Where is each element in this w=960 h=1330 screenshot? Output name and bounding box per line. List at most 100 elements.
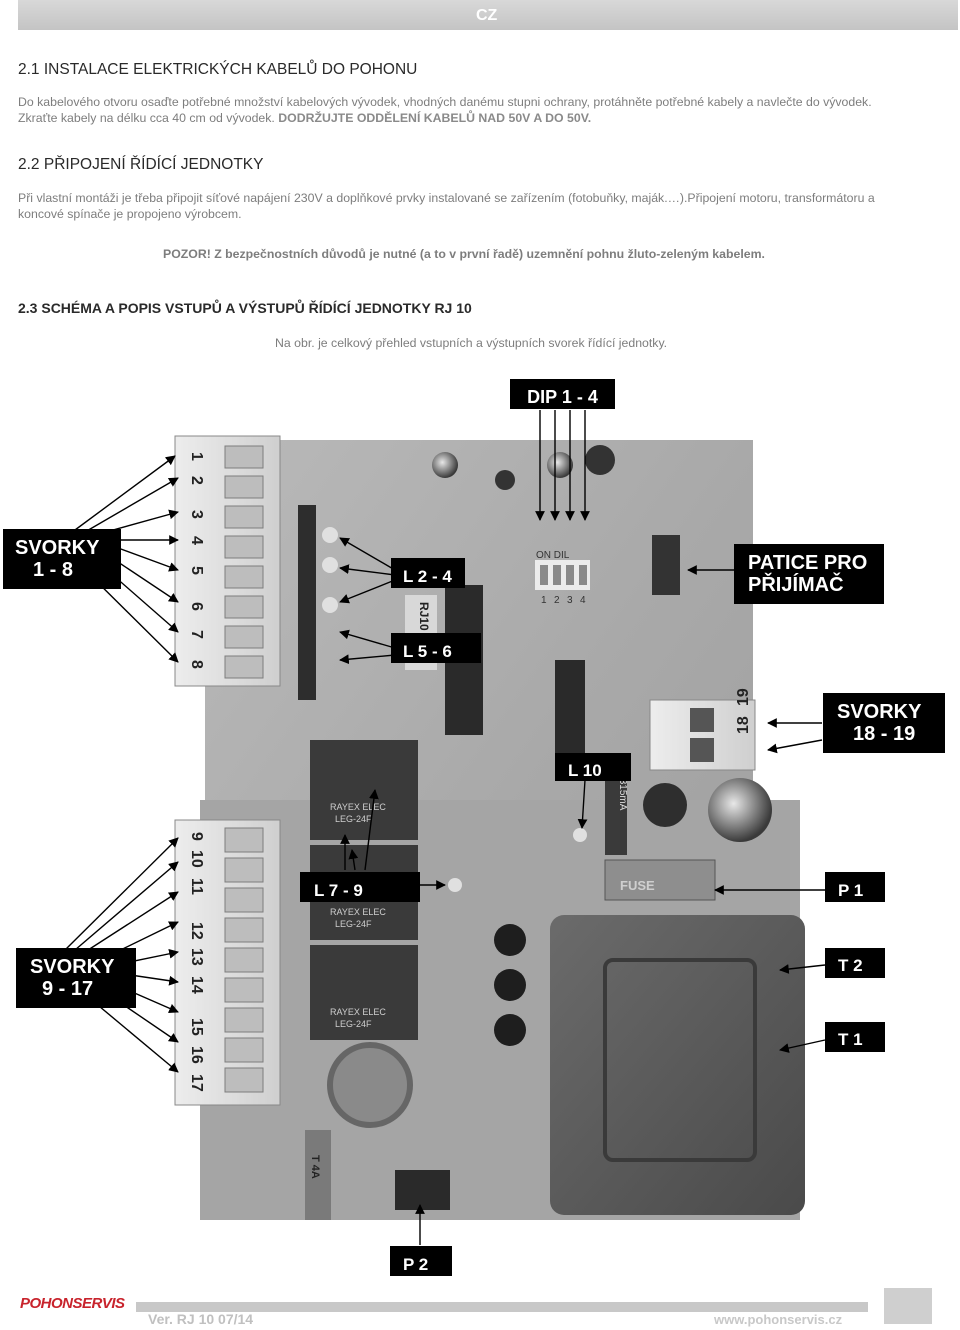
label-svorky-18-19-line2: 18 - 19	[853, 723, 916, 745]
label-l-7-9: L 7 - 9	[300, 872, 420, 902]
dip-number-2: 2	[554, 595, 560, 606]
relay-2-brand: RAYEX ELEC	[330, 907, 386, 917]
terminal-block-1-8	[174, 435, 281, 687]
warning-body: Z bezpečnostních důvodů je nutné (a to v…	[210, 247, 765, 261]
relay-labels: RAYEX ELEC LEG-24F RAYEX ELEC LEG-24F RA…	[330, 802, 386, 1029]
potentiometer-2	[494, 969, 526, 1001]
relay-1-brand: RAYEX ELEC	[330, 802, 386, 812]
section-2-2-text: Při vlastní montáži je třeba připojit sí…	[18, 190, 960, 222]
leds	[322, 527, 587, 892]
label-svorky-1-8-line2: 1 - 8	[33, 559, 74, 581]
section-2-3-title: 2.3 SCHÉMA A POPIS VSTUPŮ A VÝSTUPŮ ŘÍDÍ…	[18, 300, 472, 316]
fuse-small-body	[605, 765, 627, 855]
terminal-13: 13	[188, 948, 205, 966]
terminal-numbers-9-17: 9 10 11 12 13 14 15 16 17	[188, 832, 205, 1092]
label-svorky-1-8: SVORKY 1 - 8	[3, 529, 121, 589]
toroid-coil	[327, 1042, 413, 1128]
terminal-5: 5	[188, 566, 205, 575]
fuse-holder-big	[604, 859, 716, 901]
terminal-4: 4	[188, 536, 205, 545]
dip-number-1: 1	[541, 595, 547, 606]
label-svorky-18-19: SVORKY 18 - 19	[823, 693, 945, 753]
small-component	[395, 1170, 450, 1210]
terminal-6: 6	[188, 602, 205, 611]
terminal-17: 17	[188, 1074, 205, 1092]
potentiometer-1	[494, 924, 526, 956]
label-svorky-9-17-line1: SVORKY	[30, 956, 115, 978]
label-p-2: P 2	[390, 1246, 452, 1276]
capacitor-small-right	[643, 783, 687, 827]
section-2-1-line2: Zkraťte kabely na délku cca 40 cm od výv…	[18, 110, 953, 126]
label-svorky-18-19-line1: SVORKY	[837, 701, 922, 723]
section-2-1-title: 2.1 INSTALACE ELEKTRICKÝCH KABELŮ DO POH…	[18, 61, 418, 78]
company-logo: POHONSERVIS	[20, 1295, 125, 1312]
ic-secondary	[555, 660, 585, 760]
dip-switch	[535, 560, 590, 590]
relay-3-model: LEG-24F	[335, 1019, 372, 1029]
terminal-numbers-1-8: 1 2 3 4 5 6 7 8	[188, 452, 205, 669]
fuse-big-label: T 4A	[309, 1155, 321, 1179]
capacitors-top	[432, 445, 615, 490]
header-strip	[298, 505, 316, 700]
label-l-10: L 10	[555, 753, 631, 781]
arrows-misc	[339, 537, 826, 1245]
dip-on-text: ON DIL	[536, 550, 570, 561]
label-svorky-9-17-line2: 9 - 17	[42, 978, 94, 1000]
section-2-1-emphasis: DODRŽUJTE ODDĚLENÍ KABELŮ NAD 50V A DO 5…	[278, 111, 592, 125]
warning-label: POZOR!	[163, 247, 211, 261]
language-code: CZ	[476, 7, 498, 24]
dip-number-4: 4	[580, 595, 586, 606]
transformer	[550, 915, 805, 1215]
section-2-1-text: Do kabelového otvoru osaďte potřebné mno…	[18, 94, 953, 126]
footer-version: Ver. RJ 10 07/14	[148, 1311, 254, 1327]
capacitor-big-right	[708, 778, 772, 842]
dip-numbers: 1 2 3 4	[541, 595, 586, 606]
label-svorky-1-8-line1: SVORKY	[15, 537, 100, 559]
warning-text: POZOR! Z bezpečnostních důvodů je nutné …	[163, 246, 765, 262]
section-2-2-line2: koncové spínače je propojeno výrobcem.	[18, 207, 242, 221]
label-t-1: T 1	[825, 1022, 885, 1052]
terminal-7: 7	[188, 630, 205, 639]
terminal-10: 10	[188, 850, 205, 868]
terminal-3: 3	[188, 510, 205, 519]
terminal-1: 1	[188, 452, 205, 461]
terminal-12: 12	[188, 922, 205, 940]
potentiometer-3	[494, 1014, 526, 1046]
control-board-photo: 1 2 3 4 5 6 7 8 9 10 11 12 13 14 15 16 1…	[64, 410, 826, 1245]
section-2-1-line2a: Zkraťte kabely na délku cca 40 cm od výv…	[18, 111, 279, 125]
arrows-dip	[535, 410, 590, 521]
label-patice-line1: PATICE PRO	[748, 552, 868, 574]
terminal-19: 19	[735, 688, 752, 706]
terminal-numbers-18-19: 18 19	[735, 688, 752, 734]
terminal-block-9-17	[174, 819, 281, 1106]
footer-website[interactable]: www.pohonservis.cz	[714, 1312, 843, 1327]
footer-bar	[136, 1302, 868, 1312]
receiver-socket	[652, 535, 680, 595]
label-svorky-9-17: SVORKY 9 - 17	[16, 948, 136, 1008]
label-l-2-4: L 2 - 4	[391, 558, 465, 588]
relay-2-model: LEG-24F	[335, 919, 372, 929]
section-2-2-line1: Při vlastní montáži je třeba připojit sí…	[18, 191, 875, 205]
terminal-2: 2	[188, 476, 205, 485]
label-p-1: P 1	[825, 872, 885, 902]
fuse-big-body	[305, 1130, 331, 1220]
terminal-15: 15	[188, 1018, 205, 1036]
section-2-1-line1: Do kabelového otvoru osaďte potřebné mno…	[18, 95, 872, 109]
terminal-16: 16	[188, 1046, 205, 1064]
fuse-label: FUSE	[620, 878, 655, 893]
terminal-8: 8	[188, 660, 205, 669]
transformer-inner	[603, 958, 757, 1162]
label-t-2: T 2	[825, 948, 885, 978]
label-patice-line2: PŘIJÍMAČ	[748, 574, 844, 596]
relay-3-brand: RAYEX ELEC	[330, 1007, 386, 1017]
terminal-18: 18	[735, 716, 752, 734]
section-2-2-title: 2.2 PŘIPOJENÍ ŘÍDÍCÍ JEDNOTKY	[18, 156, 264, 173]
section-2-3-text: Na obr. je celkový přehled vstupních a v…	[275, 336, 668, 350]
relay-1-model: LEG-24F	[335, 814, 372, 824]
label-l-5-6: L 5 - 6	[391, 633, 481, 663]
terminal-11: 11	[188, 878, 205, 895]
terminal-9: 9	[188, 832, 205, 841]
terminal-block-18-19	[649, 699, 756, 771]
terminal-14: 14	[188, 976, 205, 994]
header-bar	[18, 0, 958, 30]
